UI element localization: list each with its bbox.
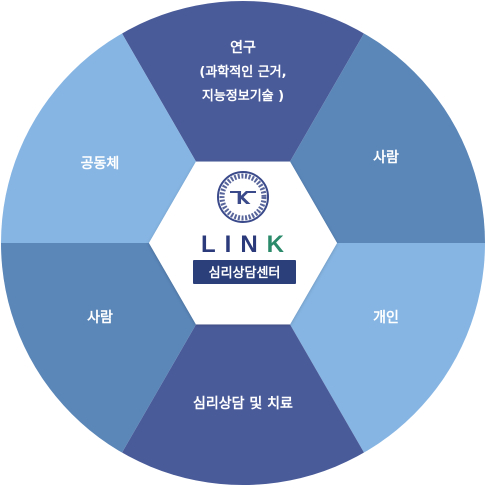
seal-initial: K	[236, 188, 251, 209]
segment-label-research: 지능정보기술 )	[202, 88, 284, 104]
segment-label-community: 공동체	[81, 156, 120, 172]
segment-label-research: 연구	[230, 40, 256, 56]
segment-label-person-right: 사람	[373, 150, 399, 166]
segment-label-person-left: 사람	[87, 310, 113, 326]
logo-letter: N	[240, 231, 266, 258]
logo-seal-icon: K	[217, 171, 269, 223]
logo-letter: K	[267, 231, 293, 258]
logo-letter: I	[225, 231, 241, 258]
segment-label-individual: 개인	[373, 309, 399, 326]
logo-subtitle: 심리상담센터	[209, 265, 281, 281]
segment-research	[93, 1, 393, 162]
logo-subtitle-bar	[193, 260, 296, 284]
logo-letter: L	[201, 231, 225, 258]
segment-counseling	[93, 324, 393, 485]
segment-label-research: (과학적인 근거,	[199, 64, 286, 80]
logo-wordmark: LINK	[201, 231, 293, 258]
segment-label-counseling: 심리상담 및 치료	[193, 395, 293, 412]
